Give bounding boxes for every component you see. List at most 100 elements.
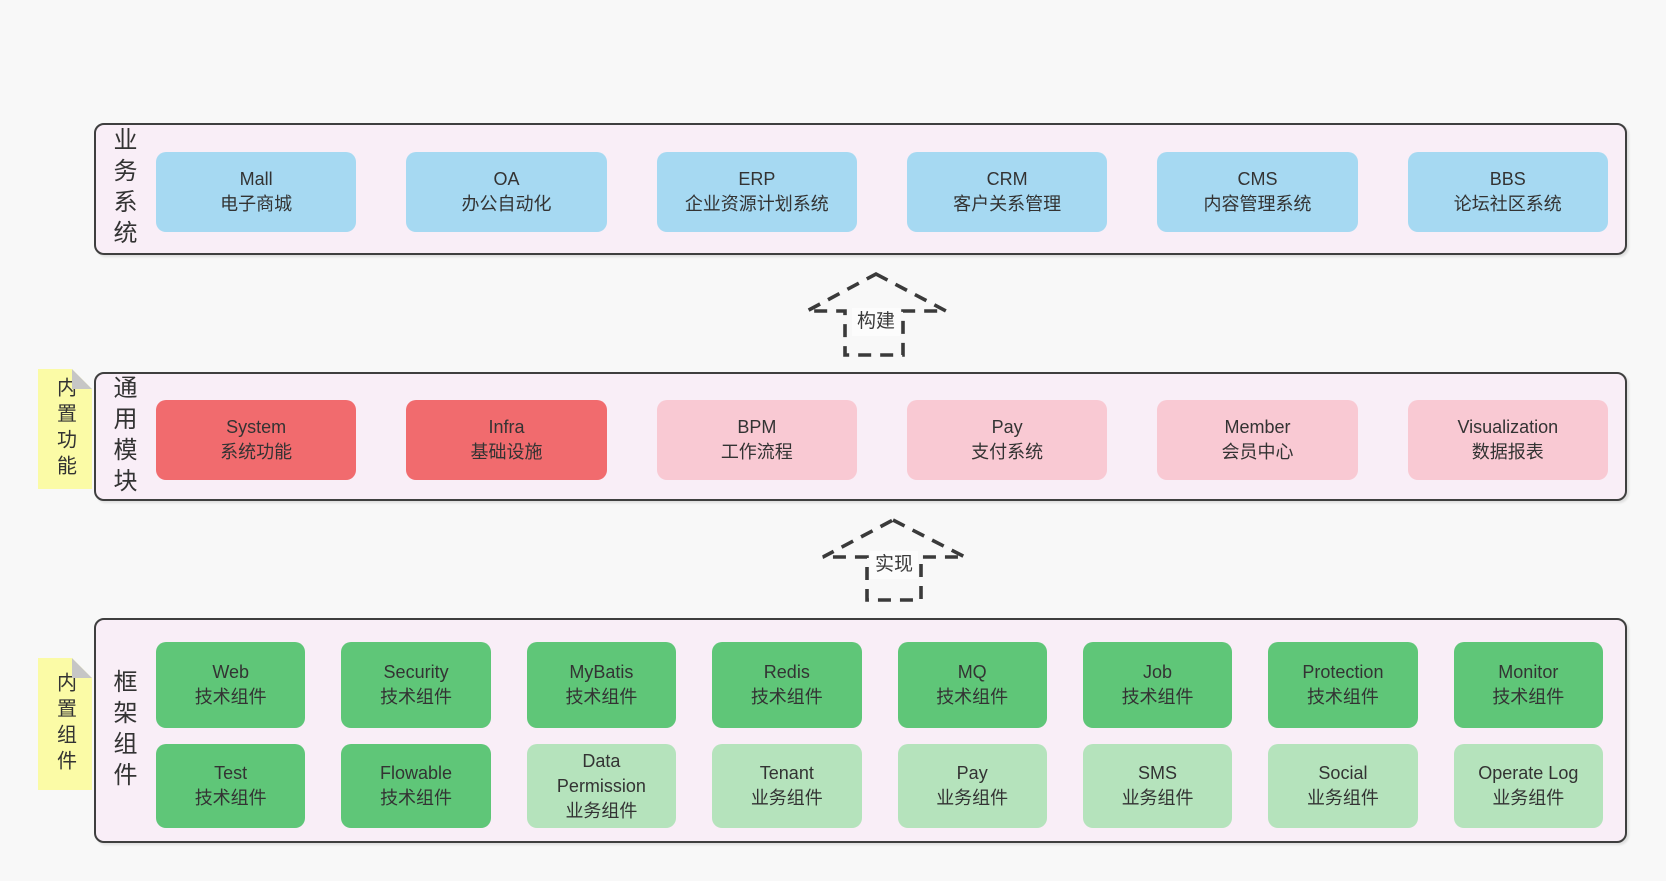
box-title: Web xyxy=(212,662,250,682)
box-subtitle: 会员中心 xyxy=(1221,442,1294,462)
component-box-system: System 系统功能 xyxy=(156,400,357,480)
box-title: CRM xyxy=(986,169,1028,189)
box-subtitle: 业务组件 xyxy=(936,788,1009,808)
box-subtitle: 业务组件 xyxy=(1121,788,1194,808)
component-box-pay: Pay 支付系统 xyxy=(906,400,1108,480)
folded-corner-icon xyxy=(72,658,92,678)
business-systems-panel: 业务系统 Mall 电子商城 OA 办公自动化 ERP 企业资源计划系统 CRM 客户关系管理… xyxy=(94,123,1627,255)
box-title: Tenant xyxy=(759,763,814,783)
component-box-visualization: Visualization 数据报表 xyxy=(1407,400,1608,480)
box-title: Social xyxy=(1318,763,1368,783)
common-modules-row: System 系统功能 Infra 基础设施 BPM 工作流程 Pay 支付系统 Member 会… xyxy=(156,400,1608,480)
box-title: MQ xyxy=(957,662,987,682)
box-subtitle: 企业资源计划系统 xyxy=(684,194,829,214)
box-title: Visualization xyxy=(1457,417,1559,437)
component-box-bpm: BPM 工作流程 xyxy=(656,400,857,480)
box-title: OA xyxy=(493,169,520,189)
component-box-bbs: BBS 论坛社区系统 xyxy=(1407,152,1608,232)
box-subtitle: 技术组件 xyxy=(194,788,267,808)
box-title: Member xyxy=(1224,417,1291,437)
box-subtitle: 内容管理系统 xyxy=(1203,194,1312,214)
box-subtitle: 业务组件 xyxy=(1306,788,1379,808)
common-modules-panel: 通用模块 System 系统功能 Infra 基础设施 BPM 工作流程 Pay 支付系统 Me… xyxy=(94,372,1627,501)
box-subtitle: 电子商城 xyxy=(220,194,293,214)
box-title: SMS xyxy=(1138,763,1178,783)
box-title: Job xyxy=(1143,662,1173,682)
component-box-data-permission: Data Permission 业务组件 xyxy=(526,744,677,828)
folded-corner-icon xyxy=(72,369,92,389)
component-box-protection: Protection 技术组件 xyxy=(1268,642,1418,728)
box-title: Security xyxy=(383,662,449,682)
box-subtitle: 业务组件 xyxy=(750,788,823,808)
component-box-mq: MQ 技术组件 xyxy=(897,642,1047,728)
component-box-member: Member 会员中心 xyxy=(1157,400,1358,480)
box-subtitle: 技术组件 xyxy=(1306,687,1379,707)
box-title: Monitor xyxy=(1498,662,1559,682)
implement-arrow-icon xyxy=(822,517,966,602)
box-title: Redis xyxy=(763,662,810,682)
box-subtitle: 技术组件 xyxy=(565,687,638,707)
box-title: Infra xyxy=(488,417,525,437)
builtin-components-sticky-label: 内置组件 xyxy=(53,672,76,776)
box-subtitle: 客户关系管理 xyxy=(953,194,1062,214)
box-subtitle: 技术组件 xyxy=(1492,687,1565,707)
box-title: ERP xyxy=(738,169,776,189)
component-box-infra: Infra 基础设施 xyxy=(406,400,607,480)
box-subtitle: 系统功能 xyxy=(220,442,293,462)
builtin-functions-sticky-note: 内置功能 xyxy=(38,369,92,489)
box-subtitle: 技术组件 xyxy=(380,687,453,707)
box-subtitle: 技术组件 xyxy=(750,687,823,707)
component-box-social: Social 业务组件 xyxy=(1268,744,1418,828)
component-box-operate-log: Operate Log 业务组件 xyxy=(1453,744,1603,828)
box-title: MyBatis xyxy=(569,662,634,682)
box-subtitle: 技术组件 xyxy=(936,687,1009,707)
box-title: Operate Log xyxy=(1478,763,1579,783)
box-subtitle: 技术组件 xyxy=(380,788,453,808)
box-title: Pay xyxy=(991,417,1023,437)
component-box-pay: Pay 业务组件 xyxy=(897,744,1047,828)
component-box-mall: Mall 电子商城 xyxy=(156,152,357,232)
box-title: Flowable xyxy=(380,763,453,783)
box-subtitle: 工作流程 xyxy=(720,442,793,462)
framework-components-label: 框架组件 xyxy=(109,668,136,793)
box-subtitle: 技术组件 xyxy=(1121,687,1194,707)
common-modules-label: 通用模块 xyxy=(109,374,136,499)
box-title: BBS xyxy=(1489,169,1526,189)
box-subtitle: 数据报表 xyxy=(1471,442,1544,462)
box-title: Pay xyxy=(956,763,988,783)
box-subtitle: 技术组件 xyxy=(194,687,267,707)
box-subtitle: 办公自动化 xyxy=(461,194,552,214)
box-title: BPM xyxy=(737,417,777,437)
component-box-sms: SMS 业务组件 xyxy=(1082,744,1233,828)
component-box-redis: Redis 技术组件 xyxy=(712,642,862,728)
builtin-functions-sticky-label: 内置功能 xyxy=(53,377,76,481)
component-box-tenant: Tenant 业务组件 xyxy=(712,744,862,828)
box-title: Mall xyxy=(239,169,273,189)
builtin-components-sticky-note: 内置组件 xyxy=(38,658,92,790)
component-box-job: Job 技术组件 xyxy=(1082,642,1233,728)
component-box-flowable: Flowable 技术组件 xyxy=(341,744,491,828)
box-subtitle: 基础设施 xyxy=(470,442,543,462)
component-box-mybatis: MyBatis 技术组件 xyxy=(526,642,677,728)
business-systems-label: 业务系统 xyxy=(109,127,136,251)
implement-arrow-label: 实现 xyxy=(870,551,919,579)
box-title: Data Permission xyxy=(556,750,646,796)
component-box-monitor: Monitor 技术组件 xyxy=(1453,642,1603,728)
box-title: Test xyxy=(214,763,248,783)
build-arrow-label: 构建 xyxy=(852,308,901,336)
box-subtitle: 支付系统 xyxy=(971,442,1044,462)
component-box-crm: CRM 客户关系管理 xyxy=(906,152,1108,232)
component-box-security: Security 技术组件 xyxy=(341,642,491,728)
box-subtitle: 业务组件 xyxy=(565,800,638,821)
component-box-test: Test 技术组件 xyxy=(156,744,306,828)
component-box-erp: ERP 企业资源计划系统 xyxy=(656,152,857,232)
box-title: Protection xyxy=(1302,662,1384,682)
box-subtitle: 论坛社区系统 xyxy=(1453,194,1562,214)
box-title: System xyxy=(226,417,287,437)
box-subtitle: 业务组件 xyxy=(1492,788,1565,808)
